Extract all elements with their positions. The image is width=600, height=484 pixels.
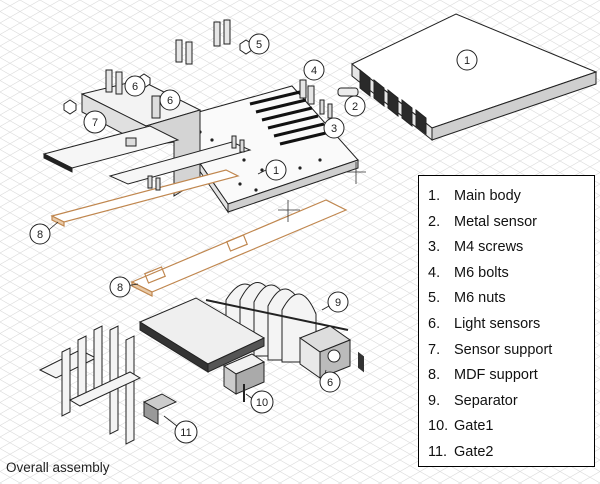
gate1 [222,353,266,402]
svg-text:1: 1 [273,165,279,177]
legend-label: M4 screws [454,239,524,256]
callout-m6-nuts: 5 [248,33,270,55]
figure-caption: Overall assembly [6,460,110,475]
svg-text:6: 6 [167,95,173,107]
legend-number: 1. [428,188,441,204]
metal-sensor [337,87,359,97]
callout-light-sensor-b: 6 [159,89,181,111]
legend-label: M6 nuts [454,290,506,307]
legend-label: Gate1 [454,418,494,435]
electronics-board [138,297,266,373]
legend-label: M6 bolts [454,264,509,281]
legend-number: 7. [428,341,441,358]
legend-number: 2. [428,213,441,230]
legend-item: 9. Separator [428,389,594,415]
callout-main-body-a: 1 [456,49,478,71]
light-sensor-lower [298,325,352,379]
svg-text:9: 9 [335,297,341,309]
legend-item: 8. MDF support [428,363,594,389]
callout-metal-sensor: 2 [344,95,366,117]
legend-item: 11. Gate2 [428,440,594,466]
svg-text:10: 10 [256,397,268,409]
mdf-support-lower [130,199,348,297]
parts-list: 1. Main body 2. Metal sensor 3. M4 screws 4… [419,176,594,466]
svg-text:8: 8 [37,229,43,241]
callout-gate2: 11 [174,420,198,444]
mdf-support-upper [50,169,240,227]
svg-text:5: 5 [256,39,262,51]
parts-legend: 1. Main body 2. Metal sensor 3. M4 screws 4… [418,175,595,467]
legend-item: 4. M6 bolts [428,261,594,287]
callout-m6-bolts: 4 [303,59,325,81]
legend-item: 3. M4 screws [428,235,594,261]
legend-number: 9. [428,392,441,409]
main-body-box [351,13,598,373]
callout-m4-screws: 3 [323,117,345,139]
callout-separator: 9 [327,291,349,313]
callout-light-sensor-c: 6 [319,371,341,393]
legend-item: 7. Sensor support [428,338,594,364]
callout-sensor-support: 7 [83,110,107,134]
callout-mdf-support-b: 8 [109,276,131,298]
svg-text:11: 11 [180,427,191,439]
legend-item: 5. M6 nuts [428,286,594,312]
legend-item: 10. Gate1 [428,414,594,440]
legend-label: Separator [454,392,518,409]
svg-text:4: 4 [311,65,317,77]
svg-text:6: 6 [132,81,138,93]
svg-text:2: 2 [352,101,358,113]
legend-label: MDF support [454,367,538,384]
legend-number: 11. [428,443,448,460]
legend-number: 5. [428,290,441,307]
legend-label: Main body [454,188,521,204]
callout-mdf-support-a: 8 [29,223,51,245]
light-sensor-upper [125,95,161,147]
svg-text:7: 7 [92,117,98,129]
legend-number: 10. [428,418,449,435]
callout-light-sensor-a: 6 [124,75,146,97]
legend-item: 6. Light sensors [428,312,594,338]
legend-label: Sensor support [454,341,553,358]
legend-number: 6. [428,315,441,332]
callout-gate1: 10 [250,390,274,414]
crosshair-marks [278,162,366,222]
legend-label: Metal sensor [454,213,538,230]
legend-label: Light sensors [454,315,541,332]
legend-number: 3. [428,239,441,256]
legend-number: 8. [428,367,441,384]
svg-text:6: 6 [327,377,333,389]
legend-label: Gate2 [454,443,494,460]
svg-text:1: 1 [464,55,470,67]
m6-bolts [105,19,315,105]
m4-screws [147,99,333,191]
callout-main-body-b: 1 [265,159,287,181]
legend-item: 2. Metal sensor [428,210,594,236]
gate2 [38,325,178,445]
legend-number: 4. [428,264,441,281]
svg-text:3: 3 [331,123,337,135]
legend-item: 1. Main body [428,184,594,210]
svg-text:8: 8 [117,282,123,294]
